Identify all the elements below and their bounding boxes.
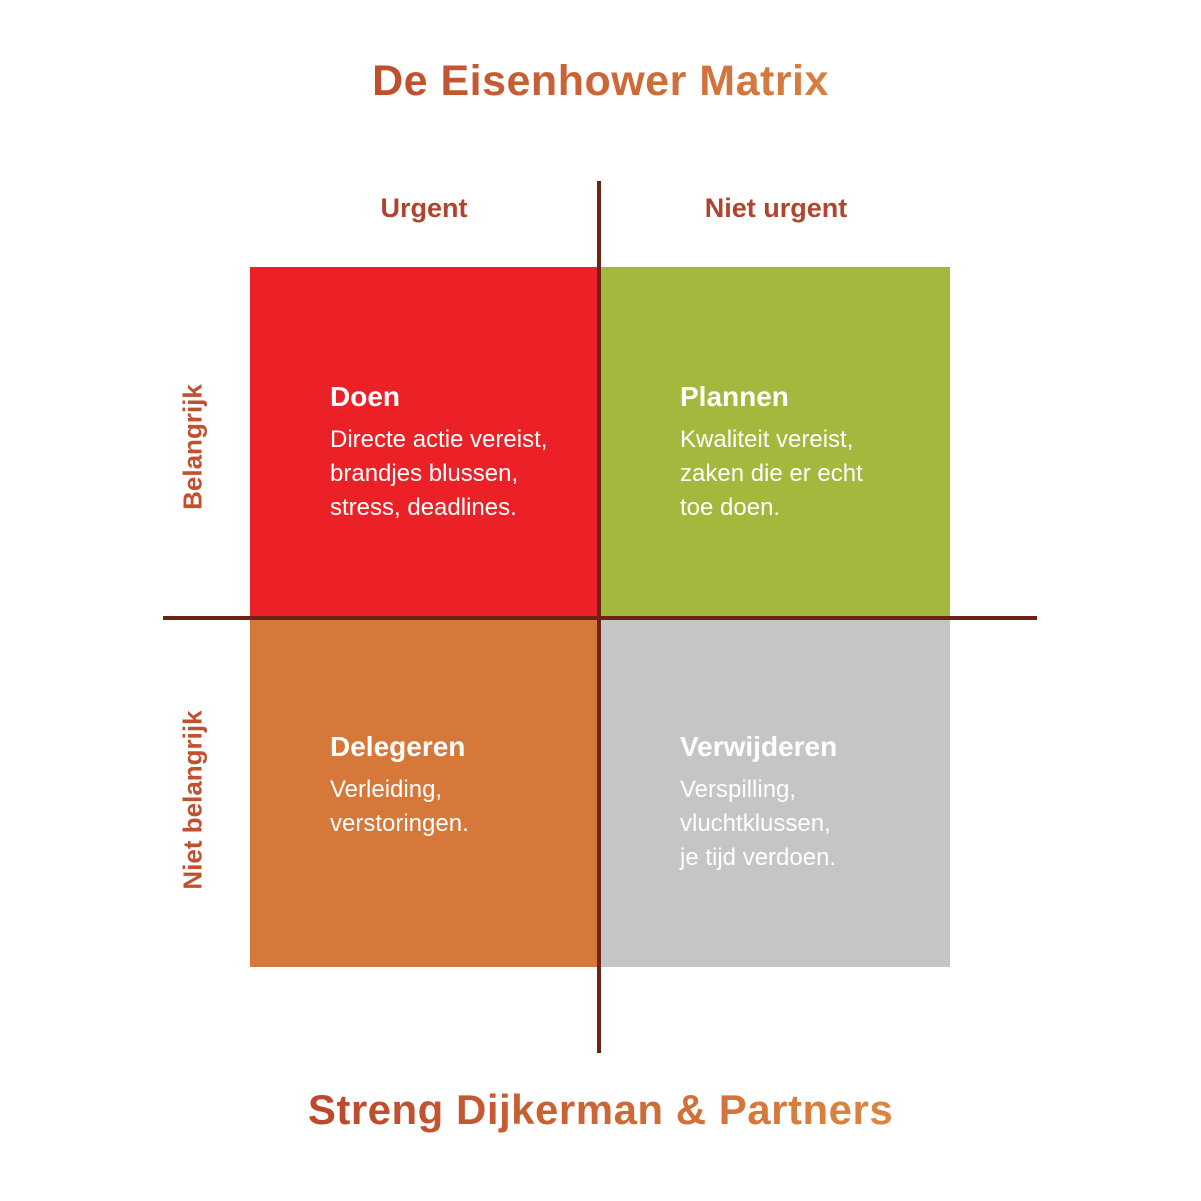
quadrant-doen-line: stress, deadlines.: [330, 494, 517, 522]
quadrant-plannen-line: Kwaliteit vereist,: [680, 426, 854, 454]
quadrant-doen-title: Doen: [330, 381, 400, 412]
quadrant-verwijderen-line: je tijd verdoen.: [680, 844, 837, 872]
quadrant-verwijderen-line: vluchtklussen,: [680, 810, 831, 838]
quadrant-doen-line: Directe actie vereist,: [330, 426, 548, 454]
axis-label-niet-urgent: Niet urgent: [704, 193, 848, 223]
page-title: De Eisenhower Matrix: [0, 57, 1201, 105]
quadrant-delegeren-title: Delegeren: [330, 731, 466, 762]
quadrant-delegeren-line: Verleiding,: [330, 776, 443, 804]
quadrant-doen-line: brandjes blussen,: [330, 460, 519, 488]
quadrant-delegeren: Delegeren Verleiding, verstoringen.: [250, 617, 600, 967]
quadrant-verwijderen: Verwijderen Verspilling, vluchtklussen, …: [600, 617, 950, 967]
quadrant-verwijderen-title: Verwijderen: [680, 731, 838, 762]
quadrant-plannen-line: zaken die er echt: [680, 460, 863, 488]
quadrant-verwijderen-line: Verspilling,: [680, 776, 797, 804]
importance-axis-divider-line: [163, 616, 1037, 620]
quadrant-doen: Doen Directe actie vereist, brandjes blu…: [250, 267, 600, 617]
footer-brand: Streng Dijkerman & Partners: [0, 1086, 1201, 1133]
quadrant-plannen-title: Plannen: [680, 381, 789, 412]
quadrant-delegeren-line: verstoringen.: [330, 810, 469, 838]
quadrant-plannen: Plannen Kwaliteit vereist, zaken die er …: [600, 267, 950, 617]
quadrant-plannen-line: toe doen.: [680, 494, 781, 522]
axis-label-belangrijk: Belangrijk: [177, 384, 208, 510]
axis-label-urgent: Urgent: [380, 193, 468, 223]
axis-label-niet-belangrijk: Niet belangrijk: [177, 710, 208, 890]
